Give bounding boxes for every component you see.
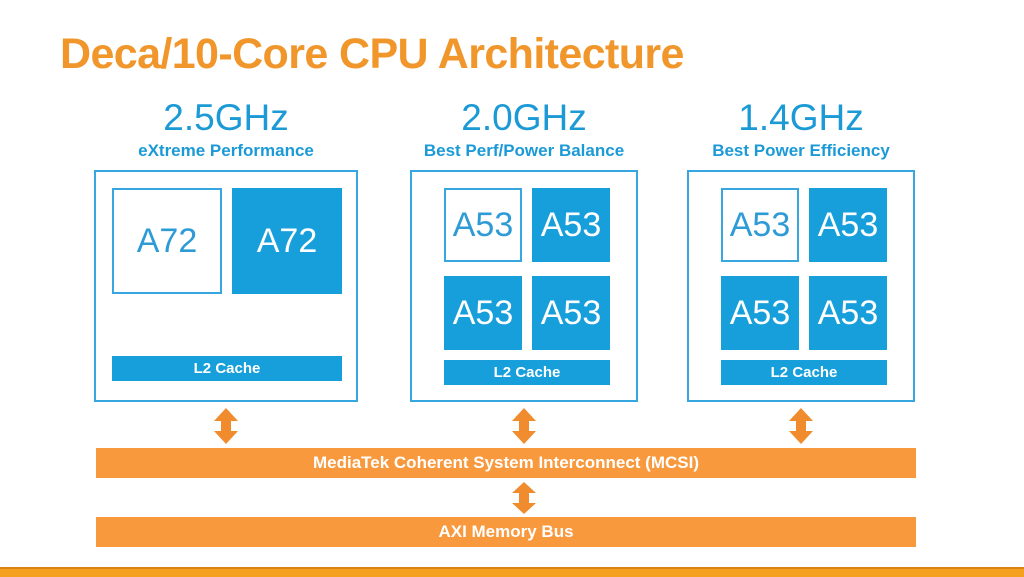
cluster-header-0: 2.5GHz eXtreme Performance	[94, 96, 358, 162]
cluster-subtitle-0: eXtreme Performance	[138, 141, 314, 160]
core-label: A53	[729, 206, 791, 244]
core-a53-3[interactable]: A53	[532, 276, 610, 350]
core-label: A53	[540, 294, 602, 332]
core-label: A72	[256, 222, 318, 260]
cluster-frequency-2: 1.4GHz	[738, 97, 864, 138]
cluster-subtitle-2: Best Power Efficiency	[712, 141, 890, 160]
core-a53-1[interactable]: A53	[532, 188, 610, 262]
cluster-frequency-0: 2.5GHz	[163, 97, 289, 138]
mcsi-bus-label: MediaTek Coherent System Interconnect (M…	[312, 453, 700, 472]
core-a72-1[interactable]: A72	[232, 188, 342, 294]
l2-cache-1[interactable]: L2 Cache	[444, 360, 610, 385]
axi-memory-bus-bar[interactable]: AXI Memory Bus	[96, 517, 916, 547]
mcsi-bus-bar[interactable]: MediaTek Coherent System Interconnect (M…	[96, 448, 916, 478]
l2-cache-label: L2 Cache	[193, 360, 261, 377]
core-label: A72	[136, 222, 198, 260]
core-a53-0[interactable]: A53	[444, 188, 522, 262]
double-arrow-vertical-icon-1	[511, 408, 537, 444]
cluster-frequency-1: 2.0GHz	[461, 97, 587, 138]
core-a53-1[interactable]: A53	[809, 188, 887, 262]
double-arrow-vertical-icon-2	[788, 408, 814, 444]
core-label: A53	[817, 206, 879, 244]
axi-memory-bus-label: AXI Memory Bus	[438, 522, 574, 541]
cluster-header-1: 2.0GHz Best Perf/Power Balance	[410, 96, 638, 162]
cluster-header-2: 1.4GHz Best Power Efficiency	[687, 96, 915, 162]
core-a53-2[interactable]: A53	[721, 276, 799, 350]
core-label: A53	[817, 294, 879, 332]
cluster-subtitle-1: Best Perf/Power Balance	[423, 141, 625, 160]
bottom-accent-stripe	[0, 567, 1024, 577]
core-label: A53	[452, 206, 514, 244]
l2-cache-label: L2 Cache	[493, 364, 561, 381]
core-label: A53	[452, 294, 514, 332]
core-a53-0[interactable]: A53	[721, 188, 799, 262]
cluster-box-2[interactable]: A53 A53 A53 A53 L2 Cache	[687, 170, 915, 402]
cluster-box-0[interactable]: A72 A72 L2 Cache	[94, 170, 358, 402]
l2-cache-2[interactable]: L2 Cache	[721, 360, 887, 385]
core-a53-2[interactable]: A53	[444, 276, 522, 350]
core-a72-0[interactable]: A72	[112, 188, 222, 294]
double-arrow-vertical-icon-bus-link	[511, 482, 537, 514]
core-label: A53	[540, 206, 602, 244]
core-a53-3[interactable]: A53	[809, 276, 887, 350]
l2-cache-label: L2 Cache	[770, 364, 838, 381]
double-arrow-vertical-icon-0	[213, 408, 239, 444]
page-title: Deca/10-Core CPU Architecture	[60, 30, 684, 78]
l2-cache-0[interactable]: L2 Cache	[112, 356, 342, 381]
cluster-box-1[interactable]: A53 A53 A53 A53 L2 Cache	[410, 170, 638, 402]
core-label: A53	[729, 294, 791, 332]
